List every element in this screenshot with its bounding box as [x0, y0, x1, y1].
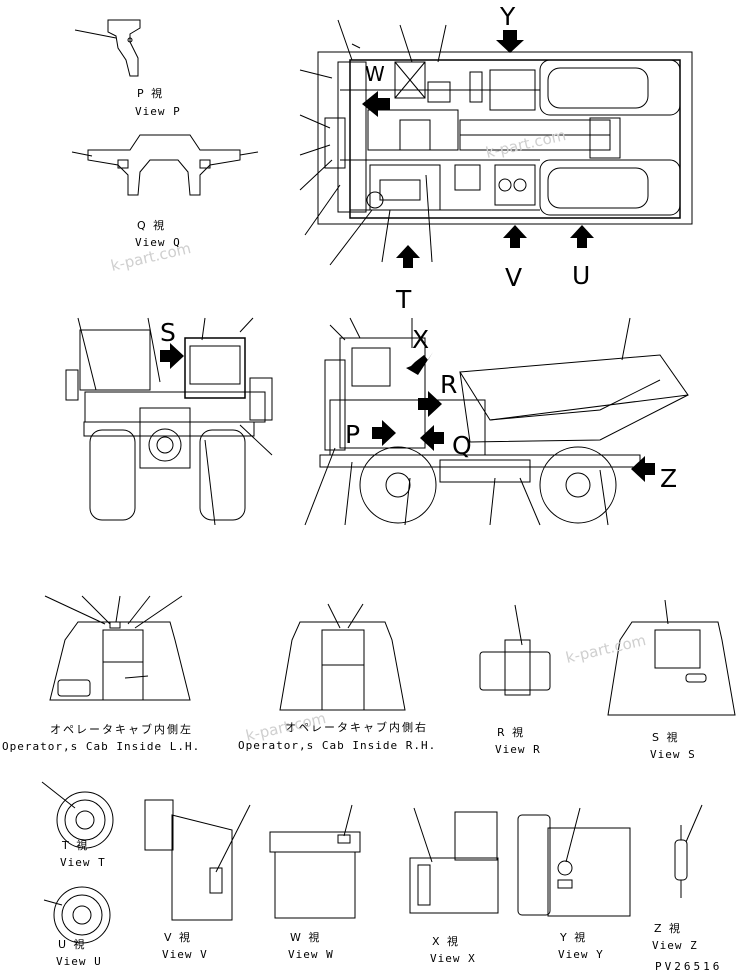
- arrow-letter-w: W: [365, 62, 385, 86]
- view-t-label: View T: [60, 856, 106, 869]
- view-v-label-jp: V 視: [164, 931, 193, 944]
- truck-front-view: [65, 317, 273, 526]
- view-r-label: View R: [495, 743, 541, 756]
- view-s-label: View S: [650, 748, 696, 761]
- arrow-z: [631, 456, 655, 482]
- view-t-wheel: [41, 781, 114, 849]
- view-z-label: View Z: [652, 939, 698, 952]
- cab-inside-right-drawing: [279, 603, 406, 711]
- view-u-label: View U: [56, 955, 102, 968]
- arrow-letter-y: Y: [500, 2, 516, 31]
- arrow-p: [372, 420, 396, 446]
- view-y-part: [517, 807, 631, 917]
- view-p-part: [74, 19, 141, 77]
- view-w-label-jp: W 視: [290, 931, 322, 944]
- view-v-part: [144, 799, 251, 921]
- view-w-label: View W: [288, 948, 334, 961]
- cab-right-label: Operator,s Cab Inside R.H.: [238, 739, 437, 752]
- view-u-wheel: [43, 886, 111, 944]
- arrow-s: [160, 343, 184, 369]
- direction-arrows: [160, 30, 655, 482]
- cab-right-label-jp: オペレータキャブ内側右: [285, 721, 428, 734]
- view-v-label: View V: [162, 948, 208, 961]
- view-r-label-jp: R 視: [497, 726, 526, 739]
- arrow-letter-s: S: [160, 318, 176, 347]
- view-q-label: View Q: [135, 236, 181, 249]
- view-x-label-jp: X 視: [432, 935, 461, 948]
- cab-left-label: Operator,s Cab Inside L.H.: [2, 740, 201, 753]
- arrow-letter-u: U: [572, 261, 591, 290]
- view-y-label: View Y: [558, 948, 604, 961]
- arrow-t: [396, 245, 420, 268]
- view-t-label-jp: T 視: [62, 839, 90, 852]
- arrow-letter-q: Q: [452, 431, 472, 460]
- view-r-part: [479, 604, 551, 696]
- view-z-label-jp: Z 視: [654, 922, 683, 935]
- drawing-code: PV26516: [655, 960, 723, 973]
- view-x-label: View X: [430, 952, 476, 965]
- view-p-label-jp: P 視: [137, 87, 165, 100]
- view-q-label-jp: Q 視: [137, 219, 167, 232]
- view-s-part: [607, 599, 736, 716]
- arrow-letter-r: R: [440, 370, 458, 399]
- arrow-x: [406, 352, 433, 375]
- view-q-part: [71, 134, 259, 196]
- view-p-label: View P: [135, 105, 181, 118]
- view-x-part: [409, 807, 499, 914]
- arrow-q: [420, 425, 444, 451]
- arrow-y: [496, 30, 524, 53]
- view-z-part: [674, 804, 703, 898]
- truck-side-view: [304, 317, 689, 526]
- cab-left-label-jp: オペレータキャブ内側左: [50, 723, 193, 736]
- view-y-label-jp: Y 視: [560, 931, 588, 944]
- arrow-letter-t: T: [396, 285, 412, 314]
- arrow-letter-p: P: [345, 420, 361, 449]
- truck-top-view: [299, 19, 693, 266]
- arrow-letter-x: X: [412, 325, 430, 354]
- arrow-v: [503, 225, 527, 248]
- arrow-w: [362, 91, 390, 117]
- arrow-r: [418, 391, 442, 417]
- arrow-u: [570, 225, 594, 248]
- view-s-label-jp: S 視: [652, 731, 680, 744]
- view-u-label-jp: U 視: [58, 938, 87, 951]
- arrow-letter-z: Z: [660, 464, 678, 493]
- view-w-part: [269, 804, 361, 919]
- arrow-letter-v: V: [505, 263, 523, 292]
- cab-inside-left-drawing: [44, 595, 191, 701]
